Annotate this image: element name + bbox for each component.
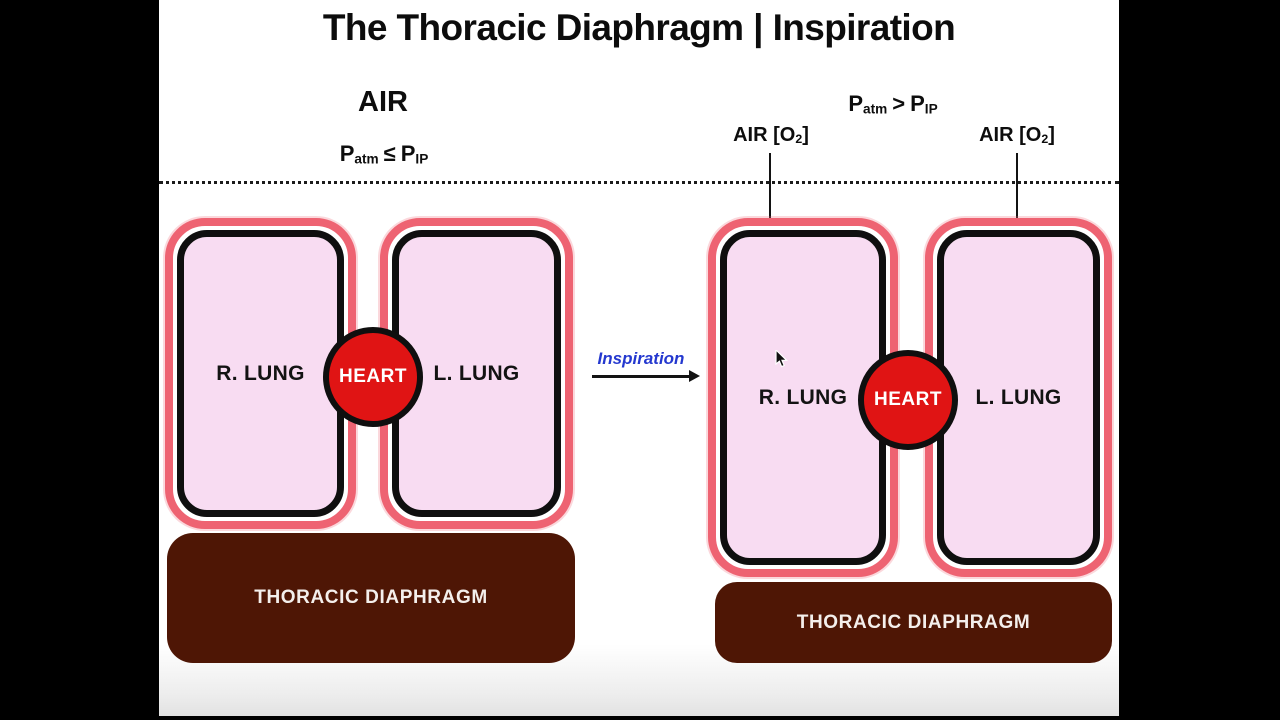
slide-canvas: The Thoracic Diaphragm | Inspiration AIR… xyxy=(159,0,1119,716)
air-o2-bracket: ] xyxy=(1048,124,1055,146)
pressure-operator: > xyxy=(892,91,906,116)
letterbox-left xyxy=(0,0,159,720)
heart-inspiration: HEART xyxy=(858,350,958,450)
right-lung-label: R. LUNG xyxy=(216,361,305,385)
air-o2-label-left-lung: AIR [O2] xyxy=(691,124,851,147)
pressure-formula-right: Patm>PIP xyxy=(793,91,993,117)
air-o2-label-right-lung: AIR [O2] xyxy=(937,124,1097,147)
pressure-operator: ≤ xyxy=(383,141,396,166)
heart-label: HEART xyxy=(339,366,407,387)
pressure-symbol: P xyxy=(339,141,355,166)
heart-label: HEART xyxy=(874,389,942,410)
diaphragm-label: THORACIC DIAPHRAGM xyxy=(796,611,1031,633)
pressure-formula-left: Patm≤PIP xyxy=(284,141,484,167)
pressure-subscript-atm: atm xyxy=(863,101,888,117)
atmosphere-boundary-dotted-line xyxy=(159,181,1119,184)
left-lung-label: L. LUNG xyxy=(433,361,520,385)
pressure-subscript-ip: IP xyxy=(924,101,938,117)
thoracic-diaphragm-inspiration: THORACIC DIAPHRAGM xyxy=(715,582,1112,663)
left-lung-pre: L. LUNG xyxy=(392,230,561,517)
air-o2-text: AIR [O xyxy=(979,124,1042,146)
left-lung-label: L. LUNG xyxy=(975,385,1062,409)
right-lung-label: R. LUNG xyxy=(758,385,848,409)
pressure-symbol: P xyxy=(848,91,864,116)
air-o2-text: AIR [O xyxy=(733,124,796,146)
diaphragm-label: THORACIC DIAPHRAGM xyxy=(254,587,488,608)
right-arrow-icon xyxy=(592,370,700,382)
air-o2-subscript: 2 xyxy=(795,132,803,147)
inspiration-transition-label: Inspiration xyxy=(597,349,685,368)
air-label-left: AIR xyxy=(358,86,408,118)
pressure-symbol: P xyxy=(400,141,416,166)
pressure-subscript-atm: atm xyxy=(354,151,379,167)
left-lung-inspiration: L. LUNG xyxy=(937,230,1100,565)
pressure-subscript-ip: IP xyxy=(415,151,429,167)
thoracic-diaphragm-pre: THORACIC DIAPHRAGM xyxy=(167,533,575,663)
air-o2-bracket: ] xyxy=(802,124,809,146)
mouse-cursor-icon xyxy=(775,350,789,368)
right-lung-pre: R. LUNG xyxy=(177,230,344,517)
heart-pre: HEART xyxy=(323,327,423,427)
letterbox-right xyxy=(1119,0,1280,720)
slide-title: The Thoracic Diaphragm | Inspiration xyxy=(322,7,956,48)
air-o2-subscript: 2 xyxy=(1041,132,1049,147)
pressure-symbol: P xyxy=(910,91,925,116)
